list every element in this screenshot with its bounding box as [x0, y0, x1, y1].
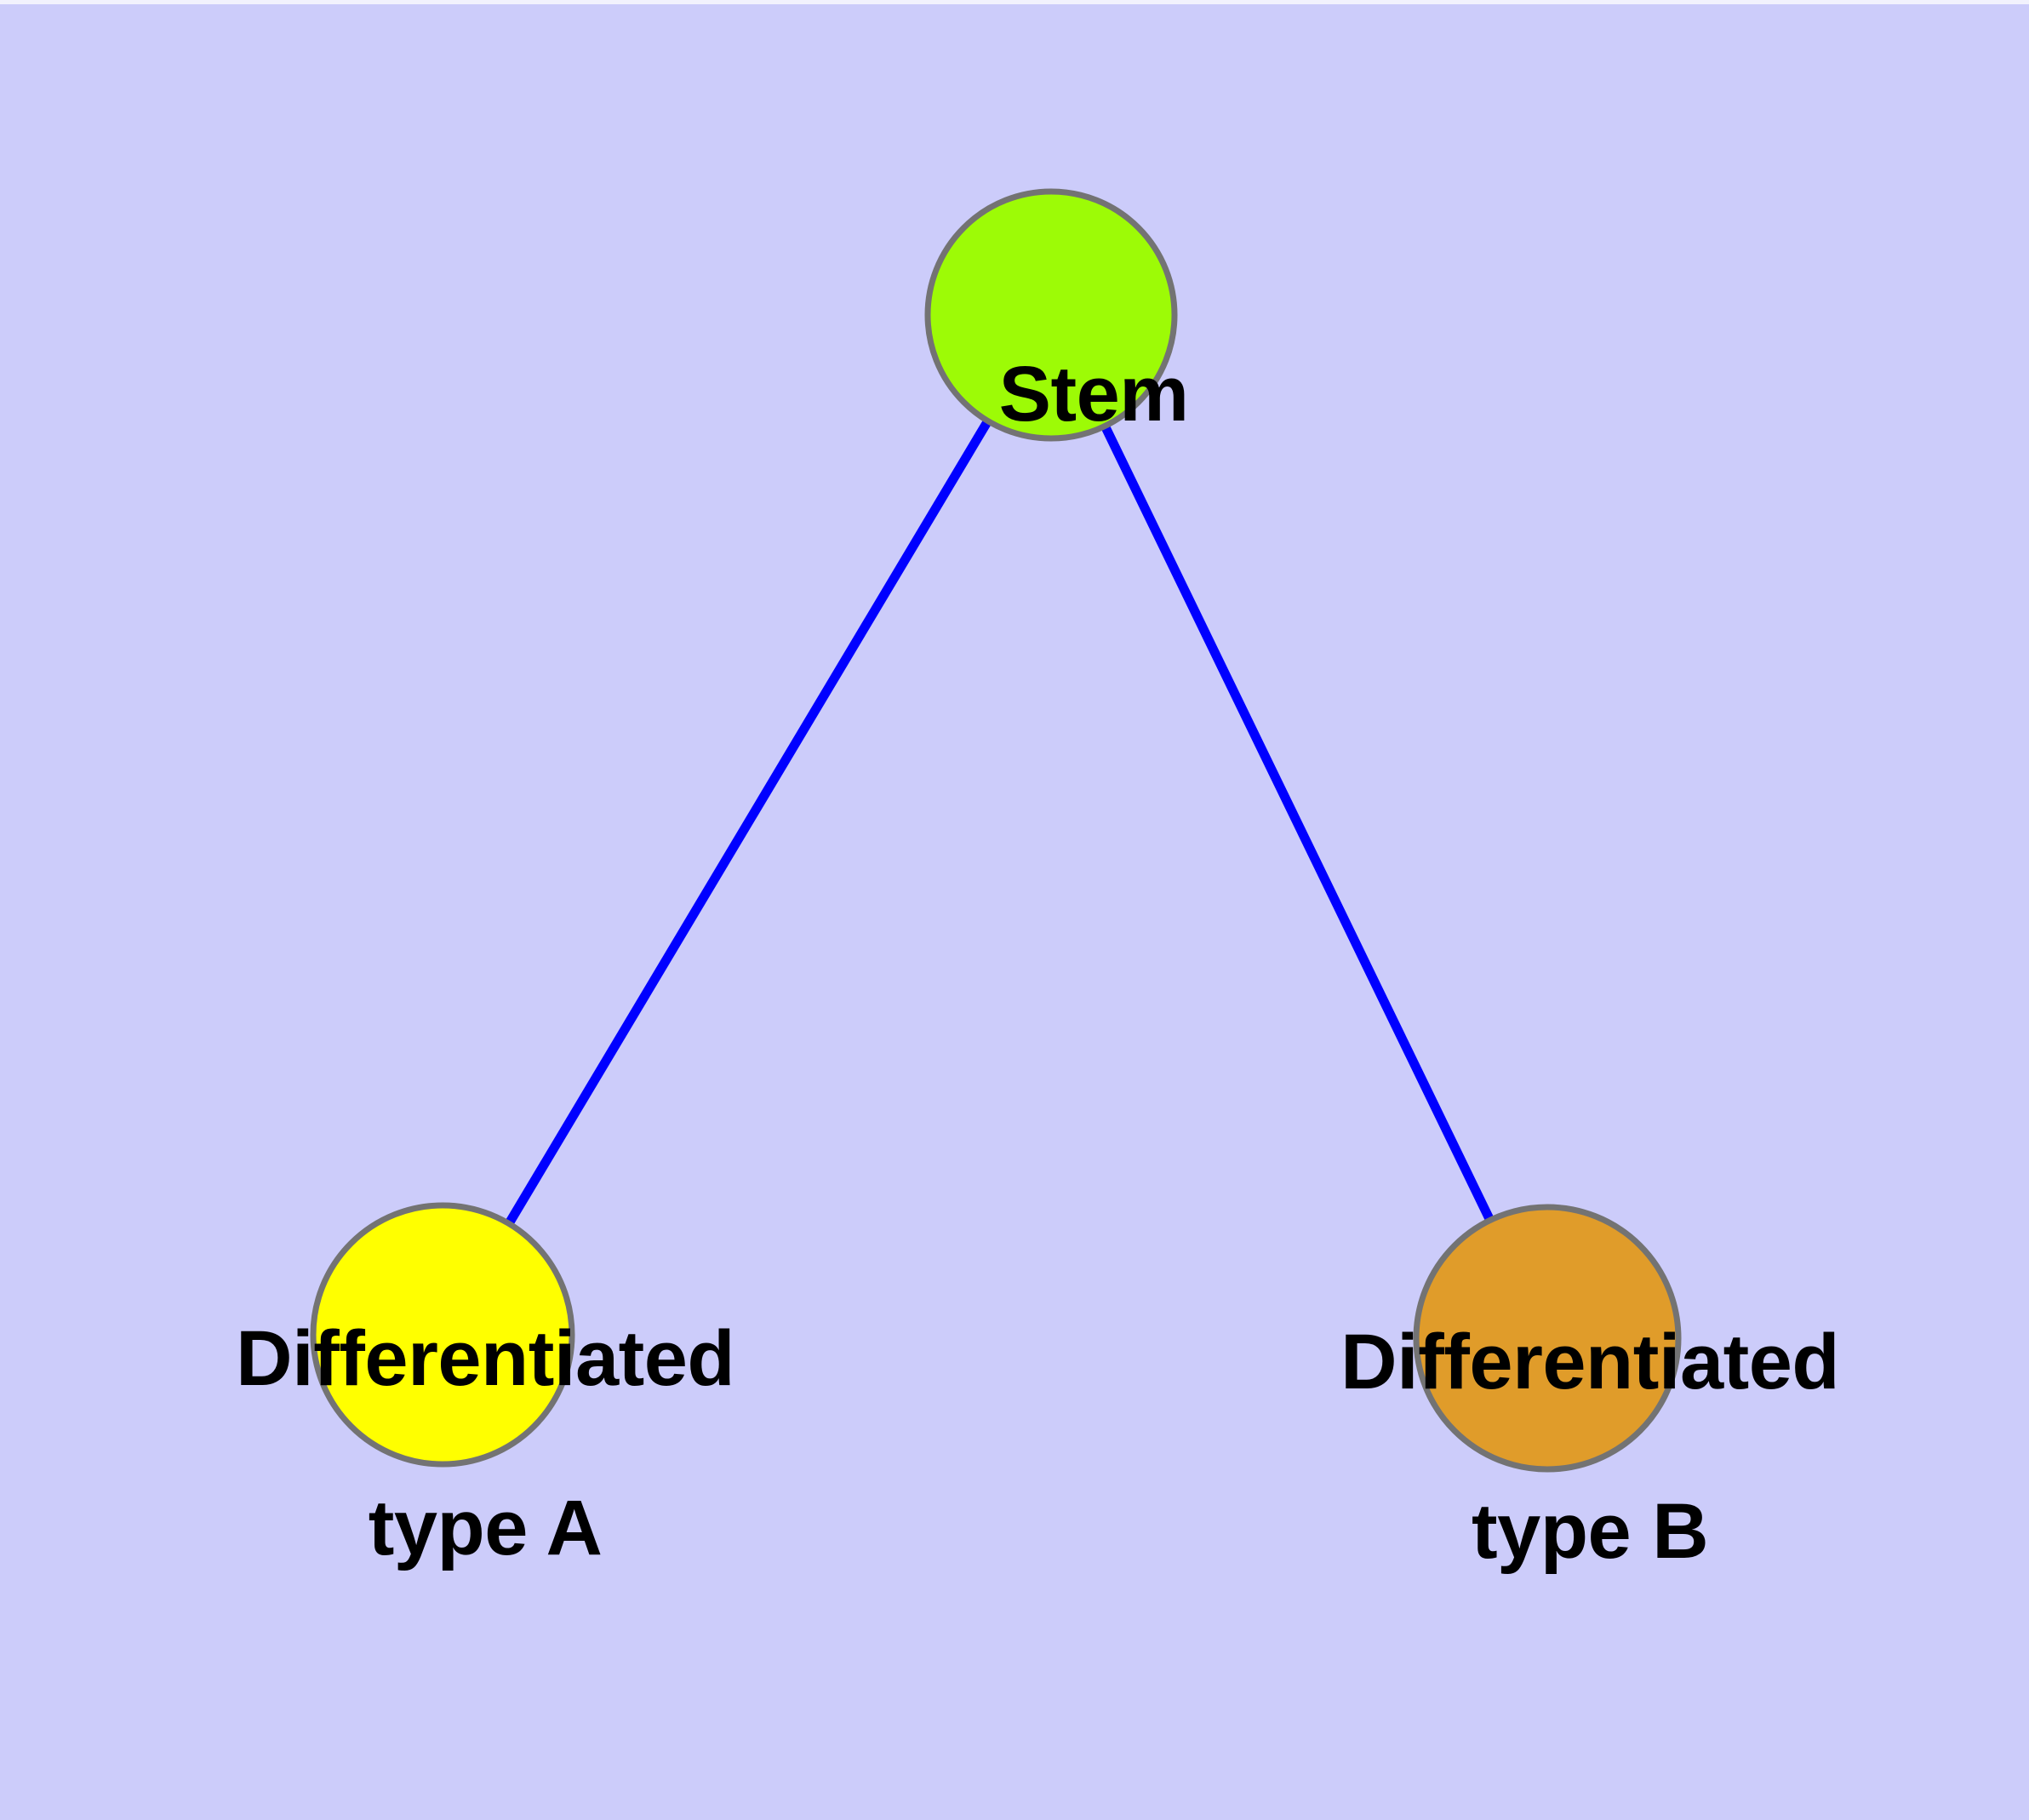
node-differentiated-type-a[interactable]	[310, 1202, 575, 1468]
node-group	[310, 188, 1682, 1473]
node-differentiated-type-b[interactable]	[1413, 1204, 1682, 1473]
edge-stem-to-differentiated-type-a[interactable]	[505, 418, 992, 1227]
node-stem[interactable]	[924, 188, 1178, 442]
edge-group	[505, 418, 1495, 1227]
edge-stem-to-differentiated-type-b[interactable]	[1100, 424, 1495, 1222]
